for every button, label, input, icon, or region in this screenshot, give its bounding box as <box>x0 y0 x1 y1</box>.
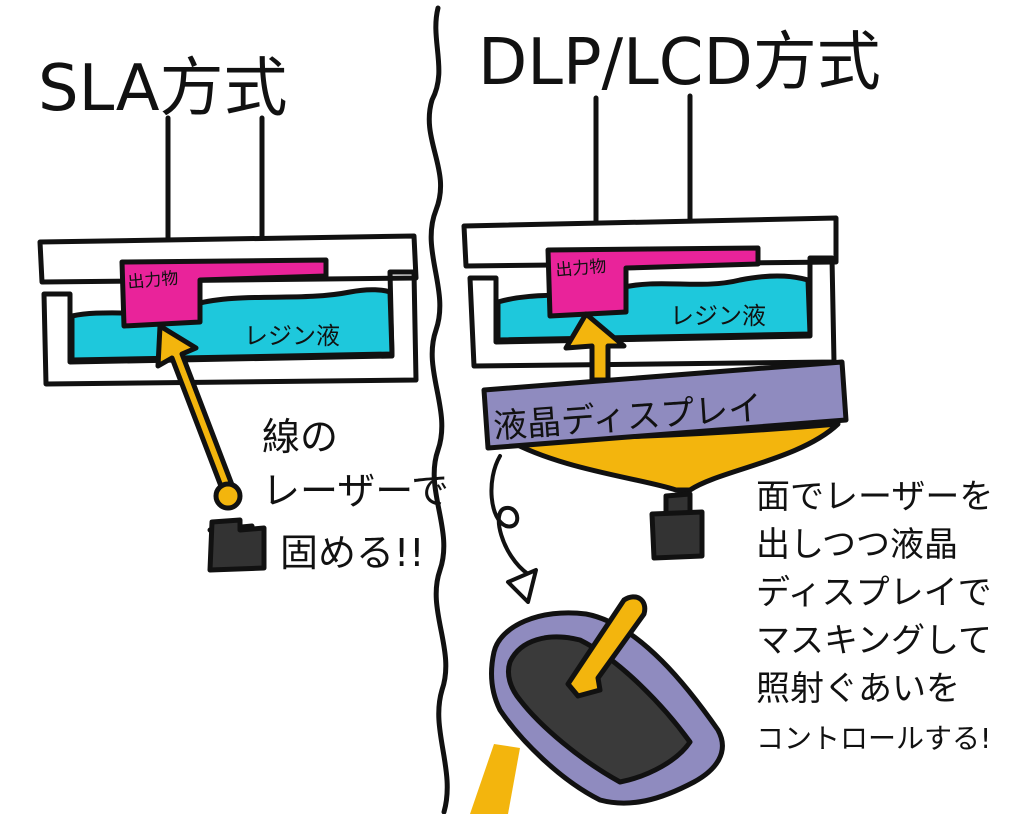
dlp-note-line-6: コントロールする! <box>756 722 991 755</box>
dlp-lcd-display <box>481 359 849 451</box>
dlp-part-label: 出力物 <box>555 257 608 281</box>
callout-arrow-head <box>506 568 538 604</box>
dlp-title: DLP/LCD方式 <box>478 26 881 100</box>
sla-note-line-3: 固める!! <box>280 531 424 575</box>
sla-note-line-1: 線の <box>262 415 338 459</box>
sla-title: SLA方式 <box>38 52 288 126</box>
sla-part-label: 出力物 <box>127 269 180 293</box>
sla-laser-source-dot <box>213 481 243 511</box>
touch-screen-display <box>505 634 693 785</box>
sla-laser-device <box>207 517 267 573</box>
dlp-diagram <box>461 93 849 814</box>
dlp-light-device <box>649 509 705 561</box>
dlp-note-line-2: 出しつつ液晶 <box>756 525 958 565</box>
divider-line <box>426 5 450 814</box>
dlp-note-line-3: ディスプレイで <box>756 573 992 613</box>
dlp-resin-label: レジン液 <box>670 302 766 330</box>
dlp-part <box>545 245 761 319</box>
callout-arrow <box>489 454 530 576</box>
touch-arm <box>470 744 520 814</box>
sla-diagram <box>37 115 419 573</box>
dlp-note-line-1: 面でレーザーを <box>756 477 993 517</box>
sla-resin <box>69 287 395 363</box>
sla-part <box>119 257 329 329</box>
dlp-note-line-4: マスキングして <box>756 621 992 661</box>
touch-hand <box>565 594 648 699</box>
sla-resin-label: レジン液 <box>244 322 340 350</box>
dlp-note-line-5: 照射ぐあいを <box>756 669 960 709</box>
sla-note-line-2: レーザーで <box>262 469 449 513</box>
